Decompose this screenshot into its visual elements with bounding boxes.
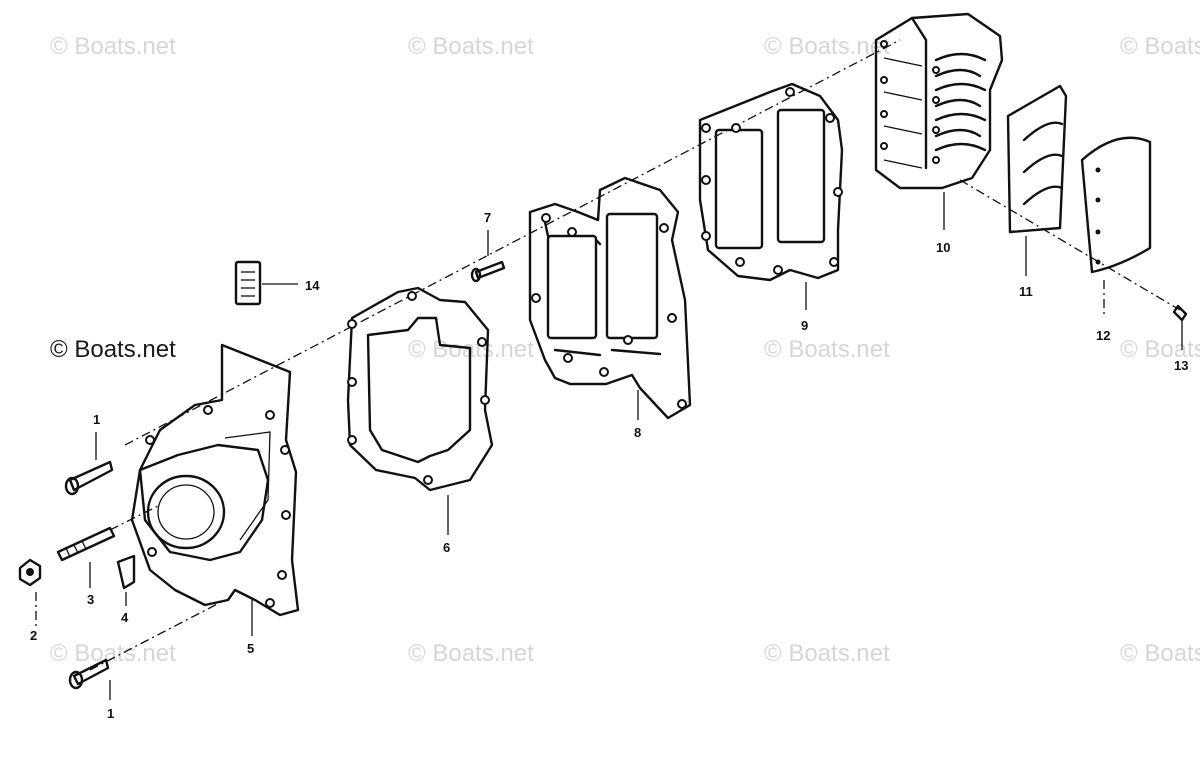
watermark: © Boats.net xyxy=(1120,640,1200,667)
part-10-reed-cage xyxy=(874,12,1004,230)
callout-13: 13 xyxy=(1174,358,1188,373)
part-12-reed-stop xyxy=(1080,136,1152,316)
callout-8: 8 xyxy=(634,425,641,440)
part-9-gasket xyxy=(698,82,844,310)
watermark: © Boats.net xyxy=(1120,336,1200,363)
callout-2: 2 xyxy=(30,628,37,643)
part-3-stud xyxy=(56,526,116,588)
callout-3: 3 xyxy=(87,592,94,607)
watermark: © Boats.net xyxy=(408,33,534,60)
part-14-decal xyxy=(234,260,298,306)
part-7-screw xyxy=(470,230,506,283)
watermark: © Boats.net xyxy=(408,640,534,667)
watermark-primary: © Boats.net xyxy=(50,336,176,363)
part-13-screw xyxy=(1172,304,1188,350)
assembly-axis-line xyxy=(109,504,161,531)
callout-1-lower: 1 xyxy=(107,706,114,721)
watermark: © Boats.net xyxy=(1120,33,1200,60)
callout-6: 6 xyxy=(443,540,450,555)
assembly-axis-line xyxy=(89,599,226,671)
watermark: © Boats.net xyxy=(764,336,890,363)
watermark: © Boats.net xyxy=(50,33,176,60)
part-8-reed-plate xyxy=(528,176,692,420)
callout-10: 10 xyxy=(936,240,950,255)
callout-7: 7 xyxy=(484,210,491,225)
watermark: © Boats.net xyxy=(764,640,890,667)
callout-14: 14 xyxy=(305,278,320,293)
assembly-axis-line xyxy=(124,39,901,446)
callout-9: 9 xyxy=(801,318,808,333)
callout-11: 11 xyxy=(1019,284,1033,299)
part-11-reed-petals xyxy=(1006,84,1068,276)
callout-5: 5 xyxy=(247,641,254,656)
part-1-screw-upper xyxy=(64,432,114,496)
watermark: © Boats.net xyxy=(50,640,176,667)
part-4-clip xyxy=(116,554,136,606)
part-5-adapter-housing xyxy=(130,343,300,636)
part-6-gasket xyxy=(346,286,494,535)
watermark: © Boats.net xyxy=(764,33,890,60)
assembly-axis-line xyxy=(959,179,1181,311)
part-1-screw-lower xyxy=(68,658,111,700)
callout-4: 4 xyxy=(121,610,129,625)
callout-12: 12 xyxy=(1096,328,1110,343)
callout-1-upper: 1 xyxy=(93,412,100,427)
part-2-nut xyxy=(18,558,42,628)
